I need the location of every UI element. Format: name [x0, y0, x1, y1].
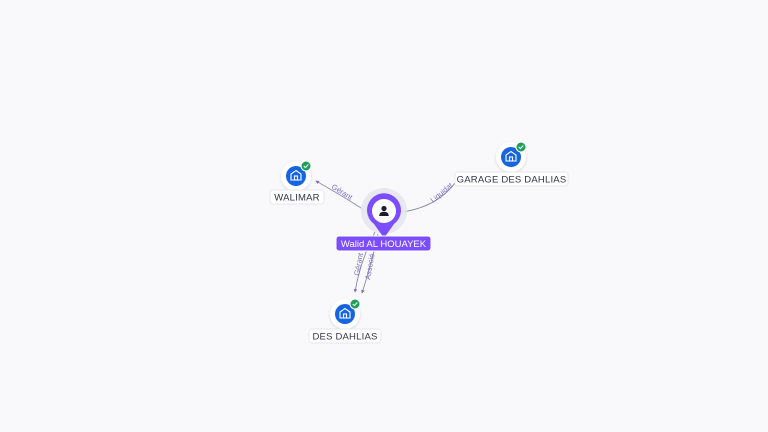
- building-icon: [339, 307, 351, 319]
- edge-walimar[interactable]: [315, 180, 365, 211]
- verified-check-icon: [300, 160, 312, 172]
- edge-label-des-dahlias-gerant: Gérant: [352, 251, 365, 276]
- edge-label-garage: Liquidat: [429, 180, 456, 204]
- person-icon: [379, 205, 389, 216]
- edge-label-des-dahlias-associe: Associé: [363, 253, 376, 280]
- verified-check-icon: [349, 298, 361, 310]
- verified-check-icon: [515, 141, 527, 153]
- company-node-des-dahlias[interactable]: DES DAHLIAS: [308, 298, 382, 344]
- building-icon: [290, 169, 302, 181]
- company-label-walimar: WALIMAR: [274, 193, 319, 204]
- person-label: Walid AL HOUAYEK: [341, 239, 427, 250]
- company-label-garage-des-dahlias: GARAGE DES DAHLIAS: [457, 175, 567, 186]
- company-label-des-dahlias: DES DAHLIAS: [312, 332, 377, 343]
- company-node-walimar[interactable]: WALIMAR: [269, 160, 325, 205]
- edge-garage-des-dahlias[interactable]: [401, 171, 463, 213]
- edge-label-walimar: Gérant: [330, 182, 355, 202]
- building-icon: [505, 150, 517, 162]
- person-node-center[interactable]: Walid AL HOUAYEK: [335, 188, 432, 252]
- company-node-garage-des-dahlias[interactable]: GARAGE DES DAHLIAS: [454, 141, 569, 187]
